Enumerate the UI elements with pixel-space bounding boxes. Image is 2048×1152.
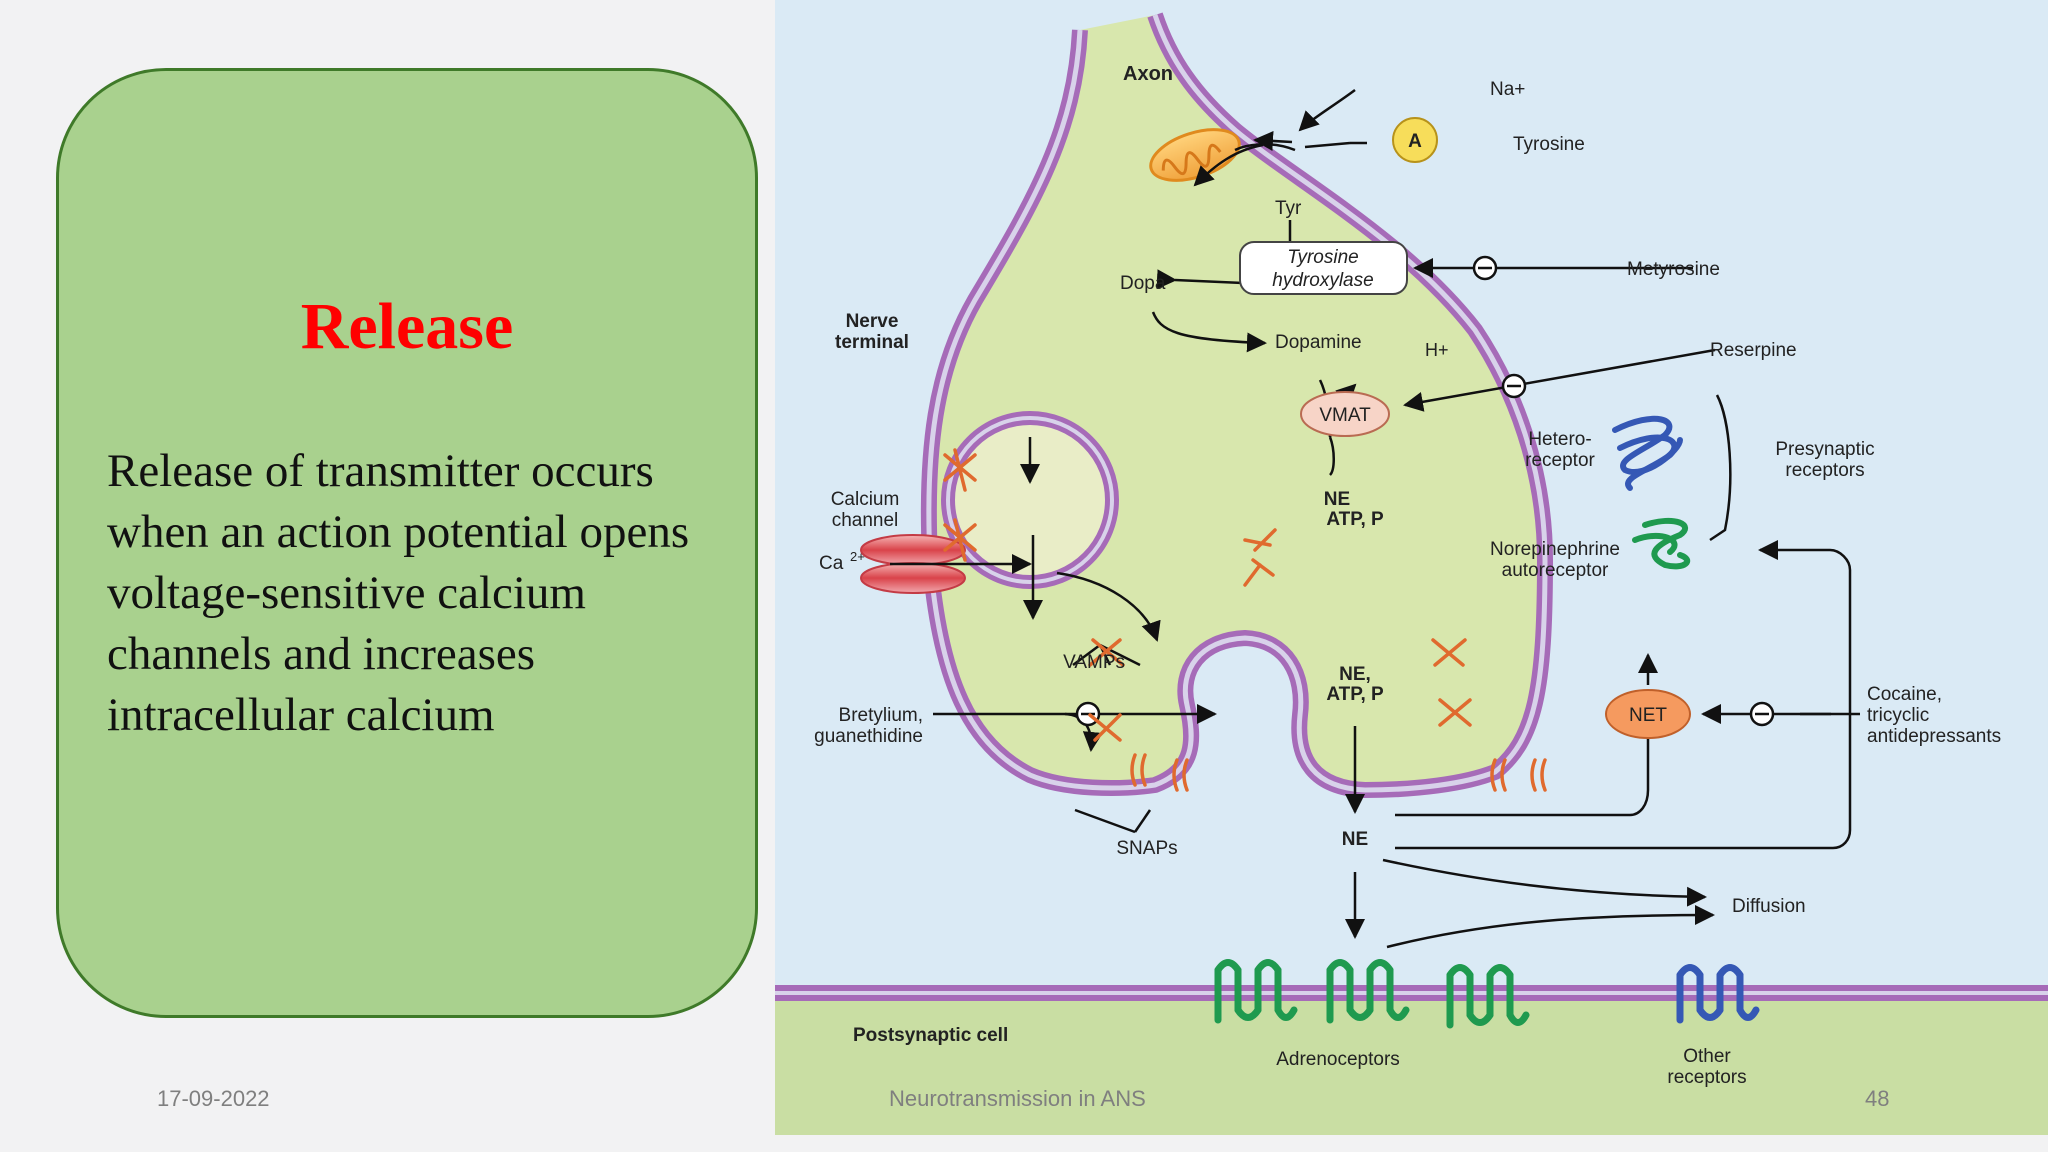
label-snaps: SNAPs: [1116, 838, 1177, 859]
label-axon: Axon: [1123, 63, 1173, 85]
vmat-transporter: [1300, 391, 1390, 437]
net-label: NET: [1629, 705, 1667, 726]
label-vamps: VAMPs: [1063, 652, 1125, 673]
label-hetero-1: Hetero-: [1528, 429, 1591, 450]
label-other-1: Other: [1683, 1046, 1731, 1067]
label-tyr: Tyr: [1275, 198, 1302, 219]
enzyme-label-line1: Tyrosine: [1287, 247, 1358, 268]
label-cocaine-3: antidepressants: [1867, 726, 2001, 747]
label-dopa: Dopa: [1120, 273, 1166, 294]
footer-date: 17-09-2022: [157, 1086, 270, 1111]
label-nerve-terminal-1: Nerve: [846, 311, 899, 332]
label-metyrosine: Metyrosine: [1627, 259, 1720, 280]
tyrosine-hydroxylase-box: [1239, 241, 1408, 295]
vmat-label: VMAT: [1319, 405, 1371, 426]
postsynaptic-background: [775, 1000, 2048, 1135]
label-released-ne: NE: [1342, 829, 1368, 850]
label-calcium-2: channel: [832, 510, 899, 531]
adrenoceptors: [1214, 959, 1530, 1029]
presynaptic-membrane-inner: [926, 14, 1548, 793]
label-cocaine-1: Cocaine,: [1867, 684, 1942, 705]
nerve-terminal-cytoplasm: [928, 15, 1545, 790]
label-cocaine-2: tricyclic: [1867, 705, 1929, 726]
label-hplus: H+: [1425, 340, 1449, 360]
label-presyn-2: receptors: [1785, 460, 1864, 481]
label-other-2: receptors: [1667, 1067, 1746, 1088]
transporter-a-label: A: [1408, 131, 1422, 152]
enzyme-label-line2: hydroxylase: [1272, 270, 1373, 291]
label-nor-1: Norepinephrine: [1490, 539, 1620, 560]
slide-body-text: Release of transmitter occurs when an ac…: [107, 445, 690, 741]
slide-title: Release: [300, 290, 514, 363]
label-calcium-1: Calcium: [831, 489, 900, 510]
label-tyrosine: Tyrosine: [1513, 134, 1585, 155]
label-postsynaptic: Postsynaptic cell: [853, 1025, 1008, 1046]
label-vesicle-atp: ATP, P: [1326, 509, 1384, 530]
footer-title: Neurotransmission in ANS: [889, 1086, 1146, 1111]
transporter-a: [1392, 117, 1438, 163]
other-receptor: [1676, 964, 1760, 1024]
label-bretylium-1: Bretylium,: [839, 705, 923, 726]
content-card: Release Release of transmitter occurs wh…: [56, 68, 758, 1018]
label-hetero-2: receptor: [1525, 450, 1595, 471]
label-vesicle-ne: NE: [1324, 489, 1350, 510]
label-diffusion: Diffusion: [1732, 896, 1806, 917]
page-number: 48: [1865, 1086, 1890, 1111]
label-ca: Ca: [819, 553, 844, 574]
label-nor-2: autoreceptor: [1502, 560, 1609, 581]
label-bretylium-2: guanethidine: [814, 726, 923, 747]
label-cleft-atp: ATP, P: [1326, 684, 1384, 705]
label-adrenoceptors: Adrenoceptors: [1276, 1049, 1400, 1070]
snare-proteins: [943, 448, 1547, 792]
label-na: Na+: [1490, 79, 1525, 100]
label-ca-charge: 2+: [850, 549, 865, 564]
mitochondrion: [1149, 128, 1241, 182]
label-reserpine: Reserpine: [1710, 340, 1797, 361]
norepinephrine-autoreceptor: [1632, 517, 1691, 570]
label-nerve-terminal-2: terminal: [835, 332, 909, 353]
neurotransmission-diagram: A Tyrosine hydroxylase VMAT NET: [775, 0, 2048, 1135]
label-dopamine: Dopamine: [1275, 332, 1362, 353]
heteroreceptor: [1612, 415, 1683, 491]
label-presyn-1: Presynaptic: [1775, 439, 1874, 460]
label-cleft-ne: NE,: [1339, 664, 1371, 685]
inhibitor-marks: [1075, 255, 1775, 727]
net-transporter: [1605, 689, 1691, 739]
